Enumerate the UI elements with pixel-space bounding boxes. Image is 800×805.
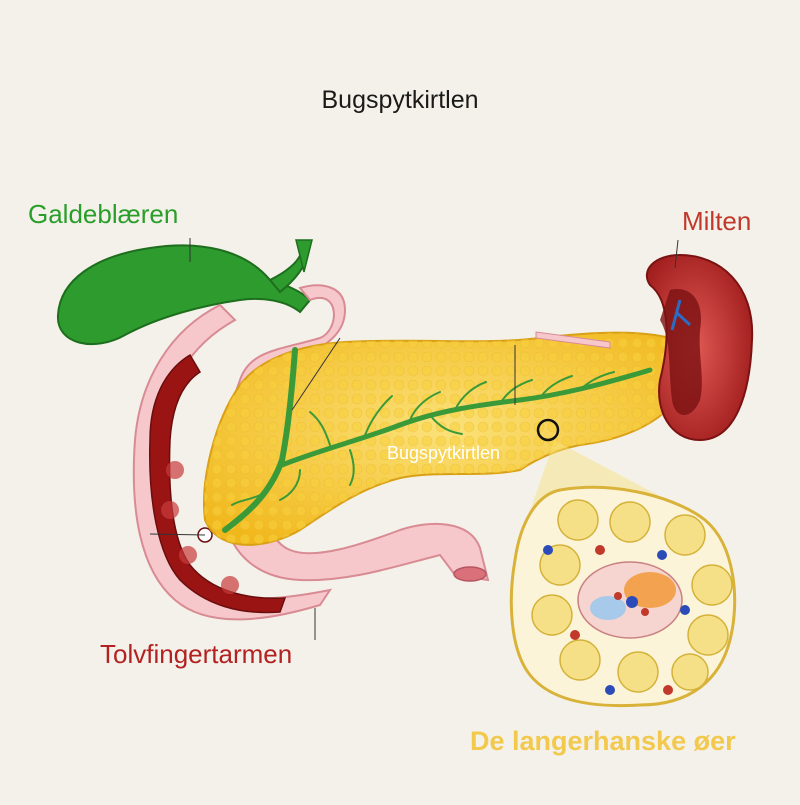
islet-cells [578,562,682,638]
islet-inset [511,487,734,705]
gallbladder-label: Galdeblæren [28,201,178,227]
duodenum-label: Tolvfingertarmen [100,641,292,667]
diagram-title: Bugspytkirtlen [0,88,800,113]
islets-label: De langerhanske øer [470,728,736,755]
pancreas-label: Bugspytkirtlen [387,444,500,462]
spleen-label: Milten [682,208,751,234]
